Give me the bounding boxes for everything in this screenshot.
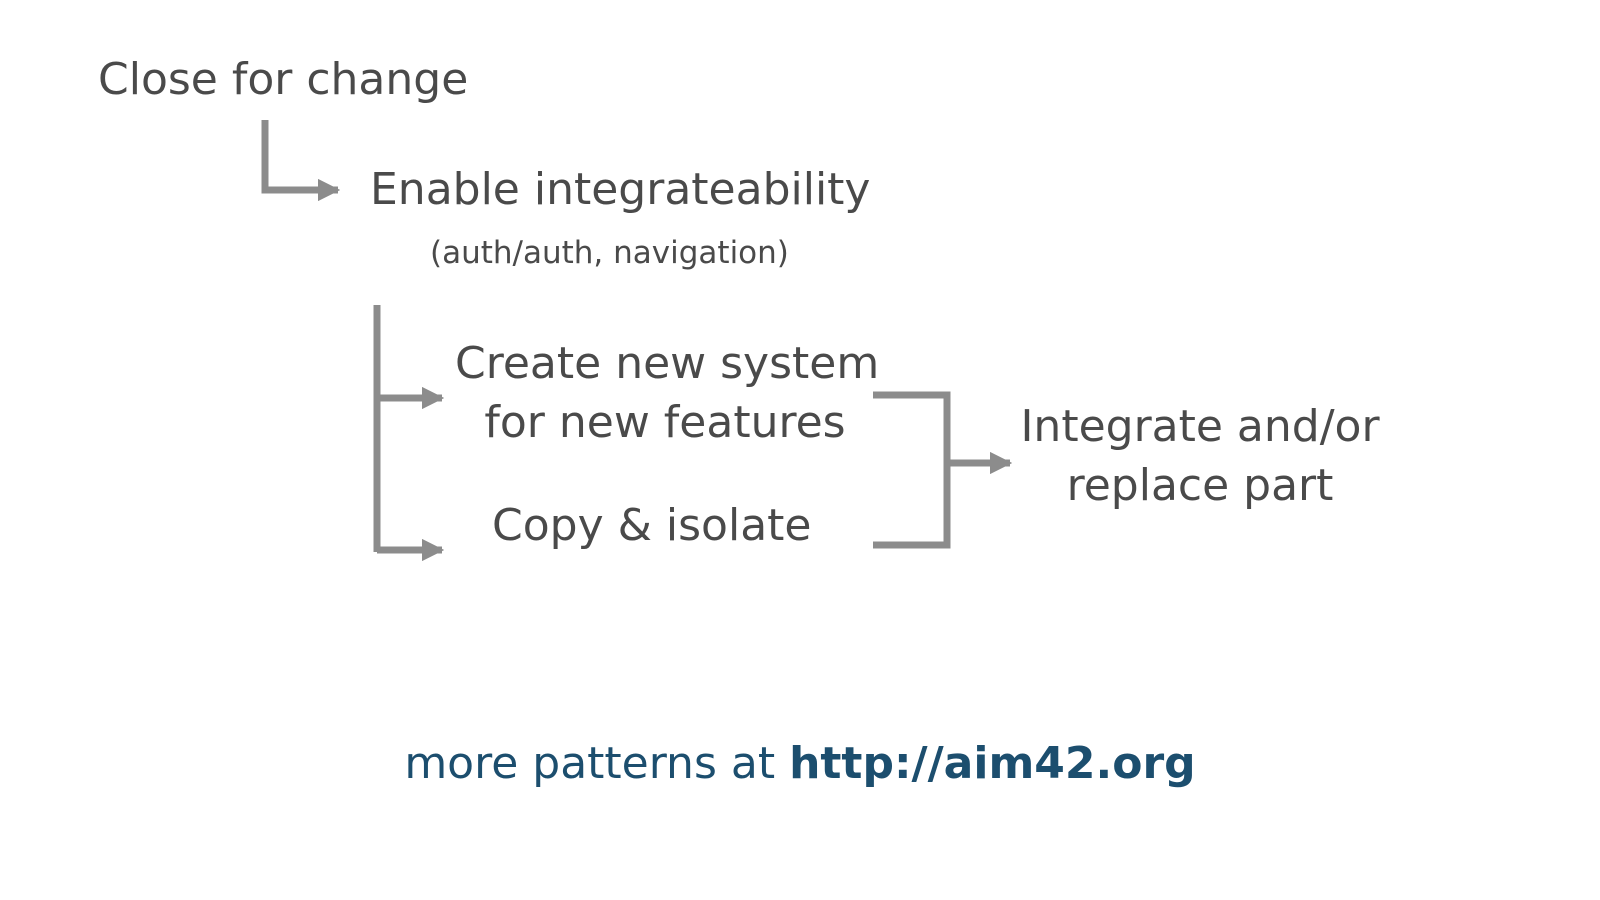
step-create-new-system-line2: for new features [484, 397, 846, 448]
step-integrate-line2: replace part [1066, 460, 1334, 511]
step-copy-and-isolate: Copy & isolate [492, 500, 812, 551]
footer-prefix: more patterns at [404, 738, 790, 789]
step-integrate-replace: Integrate and/or replace part [1010, 397, 1390, 515]
connector-merge-bracket [873, 391, 951, 549]
step-create-new-system-line1: Create new system [455, 338, 880, 389]
footer-link[interactable]: http://aim42.org [789, 738, 1196, 789]
step-create-new-system: Create new system for new features [455, 334, 880, 452]
arrow-close-to-enable [261, 120, 341, 202]
step-enable-integrateability-detail: (auth/auth, navigation) [430, 235, 789, 271]
step-integrate-line1: Integrate and/or [1020, 401, 1380, 452]
step-enable-integrateability: Enable integrateability [370, 164, 871, 215]
step-close-for-change: Close for change [98, 54, 469, 105]
footer: more patterns at http://aim42.org [0, 742, 1600, 786]
